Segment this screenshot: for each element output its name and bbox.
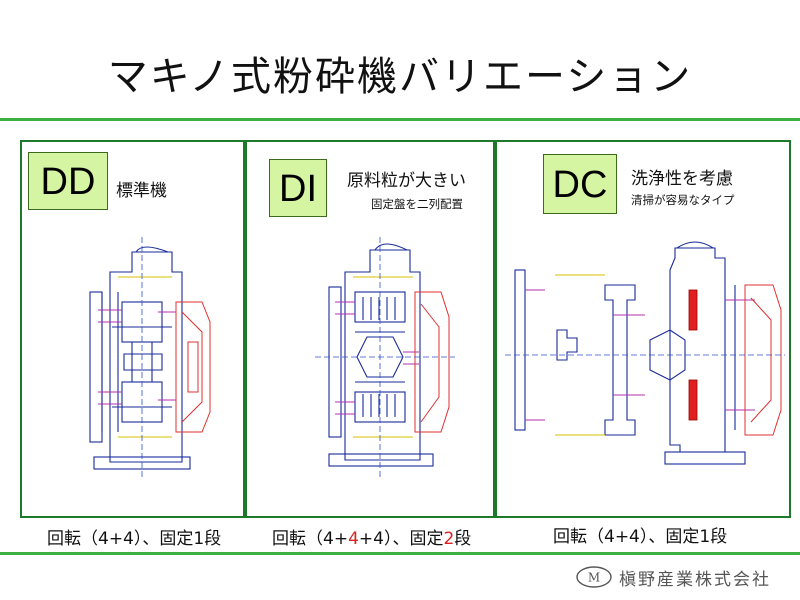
company-name: 槇野産業株式会社 bbox=[619, 569, 771, 590]
panel-dc-title: 洗浄性を考慮 bbox=[631, 169, 733, 189]
panel-di-subtitle: 固定盤を二列配置 bbox=[371, 197, 463, 211]
panel-di: DI 原料粒が大きい 固定盤を二列配置 bbox=[245, 140, 495, 518]
slide-title: マキノ式粉砕機バリエーション bbox=[107, 54, 693, 100]
badge-di: DI bbox=[269, 159, 327, 217]
badge-dd: DD bbox=[28, 152, 108, 210]
caption-dd: 回転（4+4）、固定1段 bbox=[47, 529, 222, 549]
caption-di-highlight-rotor: 4 bbox=[348, 529, 359, 549]
panel-dd-title: 標準機 bbox=[116, 181, 167, 201]
caption-di-part1: 回転（4+ bbox=[272, 529, 349, 549]
caption-di-highlight-stages: 2 bbox=[443, 529, 455, 549]
top-divider bbox=[0, 118, 800, 121]
company-logo: M 槇野産業株式会社 bbox=[575, 564, 771, 590]
caption-di-part3: +4）、固定 bbox=[358, 529, 444, 549]
panel-dd: DD 標準機 bbox=[20, 140, 245, 518]
caption-di: 回転（4+4+4）、固定2段 bbox=[272, 524, 471, 549]
panel-dc: DC 洗浄性を考慮 清掃が容易なタイプ bbox=[495, 140, 791, 518]
drawing-dd bbox=[89, 237, 211, 477]
badge-dc: DC bbox=[543, 154, 617, 214]
panel-di-title: 原料粒が大きい bbox=[347, 171, 466, 191]
caption-di-part5: 段 bbox=[454, 529, 472, 549]
logo-mark-icon: M bbox=[576, 566, 612, 588]
caption-dc: 回転（4+4）、固定1段 bbox=[553, 527, 728, 547]
panel-dc-subtitle: 清掃が容易なタイプ bbox=[631, 193, 735, 207]
drawing-dc bbox=[505, 241, 785, 465]
bottom-divider bbox=[0, 552, 800, 555]
drawing-di bbox=[315, 237, 455, 477]
logo-mark-letter: M bbox=[588, 571, 600, 585]
